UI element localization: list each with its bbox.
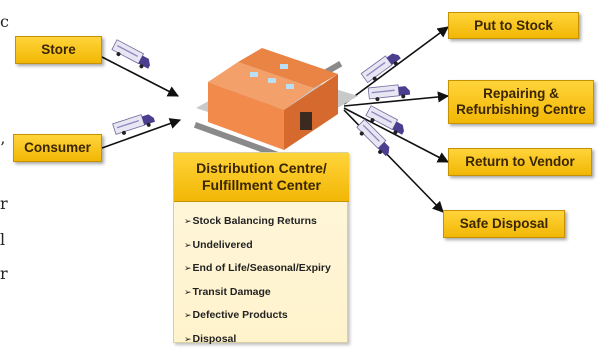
arrow-dc-to-put-to-stock — [343, 26, 449, 105]
source-consumer-label: Consumer — [24, 140, 91, 156]
truck-icon — [360, 48, 404, 86]
edge-text-fragment: r — [0, 194, 8, 213]
source-store-box: Store — [15, 36, 102, 64]
dest-put-to-stock-label: Put to Stock — [474, 17, 553, 33]
list-item: ➢Disposal — [184, 332, 237, 345]
source-store-label: Store — [41, 42, 76, 58]
truck-icon — [111, 110, 157, 138]
reverse-logistics-diagram: c ’ r l r — [0, 12, 594, 345]
edge-text-fragment: ’ — [0, 138, 6, 157]
truck-icon — [109, 39, 154, 73]
dest-repairing-line2: Refurbishing Centre — [456, 102, 586, 117]
arrow-consumer-to-dc — [101, 118, 182, 149]
arrow-store-to-dc — [101, 56, 179, 97]
edge-text-fragment: r — [0, 264, 8, 283]
arrow-dc-to-repairing — [343, 91, 450, 107]
list-item: ➢Undelivered — [184, 238, 253, 251]
list-item: ➢Transit Damage — [184, 285, 271, 298]
truck-icon — [367, 83, 412, 103]
distribution-centre-title: Distribution Centre/ Fulfillment Center — [174, 153, 349, 202]
return-reasons-list: ➢Stock Balancing Returns ➢Undelivered ➢E… — [184, 215, 331, 357]
dest-safe-disposal-box: Safe Disposal — [443, 210, 565, 238]
distribution-centre-panel: Distribution Centre/ Fulfillment Center … — [173, 152, 349, 345]
list-item: ➢Defective Products — [184, 309, 288, 322]
dc-title-line1: Distribution Centre/ — [196, 159, 327, 176]
edge-text-fragment: l — [0, 230, 6, 249]
list-item: ➢Stock Balancing Returns — [184, 215, 317, 227]
dest-repairing-line1: Repairing & — [483, 86, 559, 102]
dest-safe-disposal-label: Safe Disposal — [459, 216, 549, 232]
list-item: ➢End of Life/Seasonal/Expiry — [184, 262, 331, 275]
dest-return-to-vendor-box: Return to Vendor — [448, 148, 592, 176]
dc-title-line2: Fulfillment Center — [201, 177, 321, 193]
dest-return-to-vendor-label: Return to Vendor — [465, 154, 575, 170]
dest-repairing-box: Repairing & Refurbishing Centre — [448, 80, 594, 124]
edge-text-fragment: c — [0, 12, 9, 31]
dest-put-to-stock-box: Put to Stock — [448, 12, 579, 39]
arrow-dc-to-return-vendor — [343, 107, 449, 163]
source-consumer-box: Consumer — [13, 134, 102, 162]
